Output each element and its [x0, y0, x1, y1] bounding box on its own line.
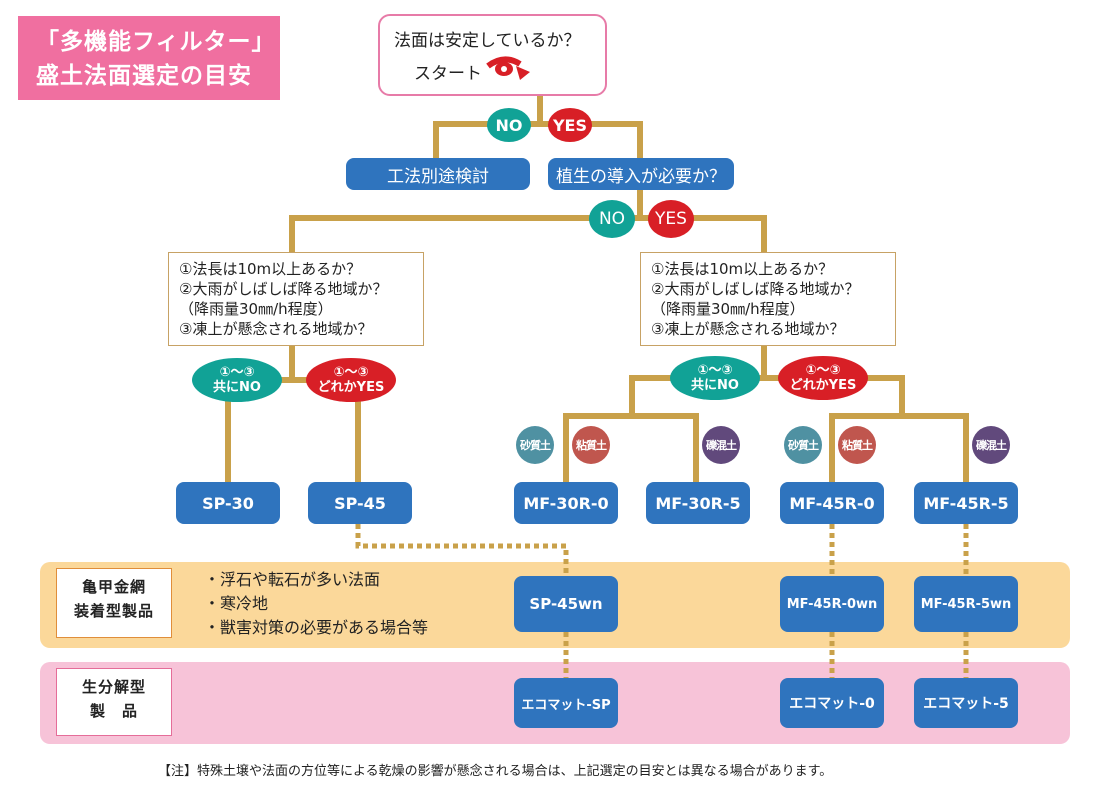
- mesh-condition-item: ・獣害対策の必要がある場合等: [204, 618, 429, 637]
- product-sp-45: SP-45: [308, 482, 412, 524]
- mesh-label-line1: 亀甲金網: [81, 578, 146, 596]
- soil-badge-gravel: 礫混土: [972, 426, 1010, 464]
- start-question: 法面は安定しているか？: [394, 31, 581, 51]
- any-yes-line1: ①〜③: [805, 363, 841, 378]
- mesh-condition-item: ・浮石や転石が多い法面: [204, 570, 381, 589]
- question-2: ②大雨がしばしば降る地域か？: [179, 280, 388, 298]
- all-no-line1: ①〜③: [697, 363, 733, 378]
- bio-label-line2: 製 品: [89, 702, 138, 720]
- product-mf-30r-5: MF-30R-5: [646, 482, 750, 524]
- diagram-title: 「多機能フィルター」 盛土法面選定の目安: [18, 16, 280, 100]
- product-mf-45r-0wn: MF-45R-0wn: [780, 576, 884, 632]
- bio-label-line1: 生分解型: [81, 678, 146, 696]
- product-ecomat-5: エコマット-5: [914, 678, 1018, 728]
- no-badge-stable: NO: [487, 108, 531, 142]
- soil-badge-clayey: 粘質土: [838, 426, 876, 464]
- question-1: ①法長は10m以上あるか？: [651, 260, 834, 278]
- product-mf-45r-5wn: MF-45R-5wn: [914, 576, 1018, 632]
- question-2-note: （降雨量30㎜/h程度）: [651, 300, 805, 318]
- soil-badge-sandy: 砂質土: [784, 426, 822, 464]
- mesh-label: 亀甲金網 装着型製品: [56, 568, 172, 638]
- question-3: ③凍上が懸念される地域か？: [651, 320, 845, 338]
- product-mf-45r-0: MF-45R-0: [780, 482, 884, 524]
- product-ecomat-0: エコマット-0: [780, 678, 884, 728]
- no-badge-vegetation: NO: [589, 200, 635, 238]
- product-sp-30: SP-30: [176, 482, 280, 524]
- yes-badge-stable: YES: [548, 108, 592, 142]
- any-yes-line1: ①〜③: [333, 365, 369, 380]
- question-2: ②大雨がしばしば降る地域か？: [651, 280, 860, 298]
- soil-badge-clayey: 粘質土: [572, 426, 610, 464]
- all-no-line2: 共にNO: [213, 380, 261, 395]
- all-no-badge-left: ①〜③ 共にNO: [192, 358, 282, 402]
- start-box: 法面は安定しているか？ スタート: [378, 14, 607, 96]
- mesh-label-line2: 装着型製品: [73, 602, 154, 620]
- product-mf-30r-0: MF-30R-0: [514, 482, 618, 524]
- vegetation-question-box: 植生の導入が必要か？: [548, 158, 734, 190]
- other-method-box: 工法別途検討: [346, 158, 530, 190]
- yes-badge-vegetation: YES: [648, 200, 694, 238]
- footnote: 【注】特殊土壌や法面の方位等による乾燥の影響が懸念される場合は、上記選定の目安と…: [158, 764, 833, 779]
- any-yes-line2: どれかYES: [789, 378, 857, 393]
- soil-badge-gravel: 礫混土: [702, 426, 740, 464]
- soil-badge-sandy: 砂質土: [516, 426, 554, 464]
- any-yes-badge-right: ①〜③ どれかYES: [778, 356, 868, 400]
- condition-questions-left: ①法長は10m以上あるか？ ②大雨がしばしば降る地域か？ （降雨量30㎜/h程度…: [168, 252, 424, 346]
- product-ecomat-sp: エコマット-SP: [514, 678, 618, 728]
- any-yes-line2: どれかYES: [317, 380, 385, 395]
- title-line1: 「多機能フィルター」: [36, 29, 276, 55]
- product-sp-45wn: SP-45wn: [514, 576, 618, 632]
- start-label: スタート: [414, 64, 482, 84]
- all-no-badge-right: ①〜③ 共にNO: [670, 356, 760, 400]
- all-no-line1: ①〜③: [219, 365, 255, 380]
- mesh-condition-item: ・寒冷地: [204, 594, 269, 613]
- question-3: ③凍上が懸念される地域か？: [179, 320, 373, 338]
- any-yes-badge-left: ①〜③ どれかYES: [306, 358, 396, 402]
- condition-questions-right: ①法長は10m以上あるか？ ②大雨がしばしば降る地域か？ （降雨量30㎜/h程度…: [640, 252, 896, 346]
- question-1: ①法長は10m以上あるか？: [179, 260, 362, 278]
- biodegradable-label: 生分解型 製 品: [56, 668, 172, 736]
- title-line2: 盛土法面選定の目安: [36, 63, 252, 89]
- mesh-conditions-list: ・浮石や転石が多い法面 ・寒冷地 ・獣害対策の必要がある場合等: [204, 568, 428, 640]
- question-2-note: （降雨量30㎜/h程度）: [179, 300, 333, 318]
- start-arrow-icon: [486, 56, 530, 80]
- product-mf-45r-5: MF-45R-5: [914, 482, 1018, 524]
- all-no-line2: 共にNO: [691, 378, 739, 393]
